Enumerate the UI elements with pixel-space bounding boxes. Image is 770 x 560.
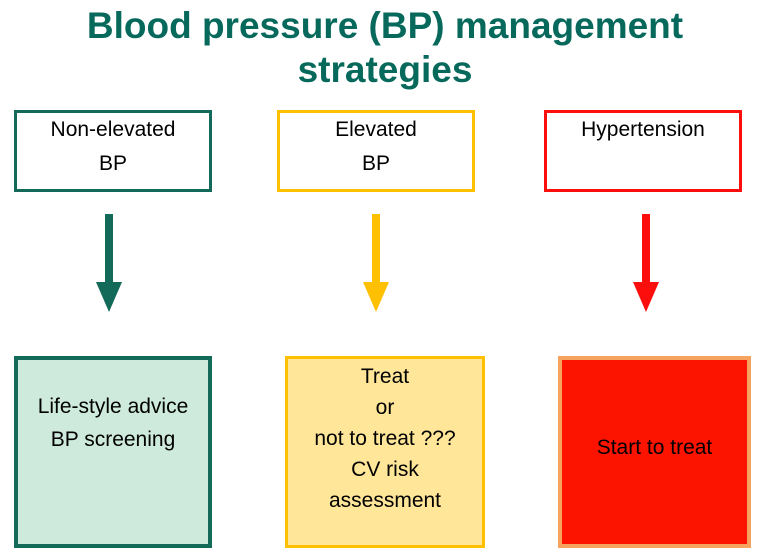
title-line-1: Blood pressure (BP) management <box>86 5 684 46</box>
outcome-line: Life-style advice <box>37 395 189 418</box>
outcome-line: assessment <box>328 489 442 512</box>
arrow-head <box>96 282 122 312</box>
outcome-line: Treat <box>360 365 410 388</box>
arrow-shaft <box>642 214 650 284</box>
arrow-shaft <box>105 214 113 284</box>
category-box-hypertension: Hypertension <box>544 110 742 192</box>
outcome-box-non-elevated-bp: Life-style advice BP screening <box>14 356 212 548</box>
title-line-2: strategies <box>297 49 473 90</box>
outcome-line: CV risk <box>351 458 419 481</box>
outcome-box-elevated-bp: Treat or not to treat ??? CV risk assess… <box>285 356 485 548</box>
arrow-shaft <box>372 214 380 284</box>
arrow-head <box>633 282 659 312</box>
page-title: Blood pressure (BP) management strategie… <box>0 0 770 92</box>
outcome-line: BP screening <box>50 428 176 451</box>
category-label-line: BP <box>98 152 127 175</box>
outcome-line: Start to treat <box>596 436 713 459</box>
outcome-line: not to treat ??? <box>314 427 456 450</box>
arrow-down-elevated-icon <box>363 214 389 312</box>
category-box-elevated-bp: Elevated BP <box>277 110 475 192</box>
arrow-down-hypertension-icon <box>633 214 659 312</box>
arrow-head <box>363 282 389 312</box>
category-label-line: Hypertension <box>581 118 705 141</box>
category-label-line: Non-elevated <box>50 118 176 141</box>
arrow-down-non-elevated-icon <box>96 214 122 312</box>
category-label-line: Elevated <box>335 118 417 141</box>
outcome-line: or <box>375 396 395 419</box>
category-label-line: BP <box>361 152 390 175</box>
outcome-box-hypertension: Start to treat <box>558 356 751 548</box>
category-box-non-elevated-bp: Non-elevated BP <box>14 110 212 192</box>
